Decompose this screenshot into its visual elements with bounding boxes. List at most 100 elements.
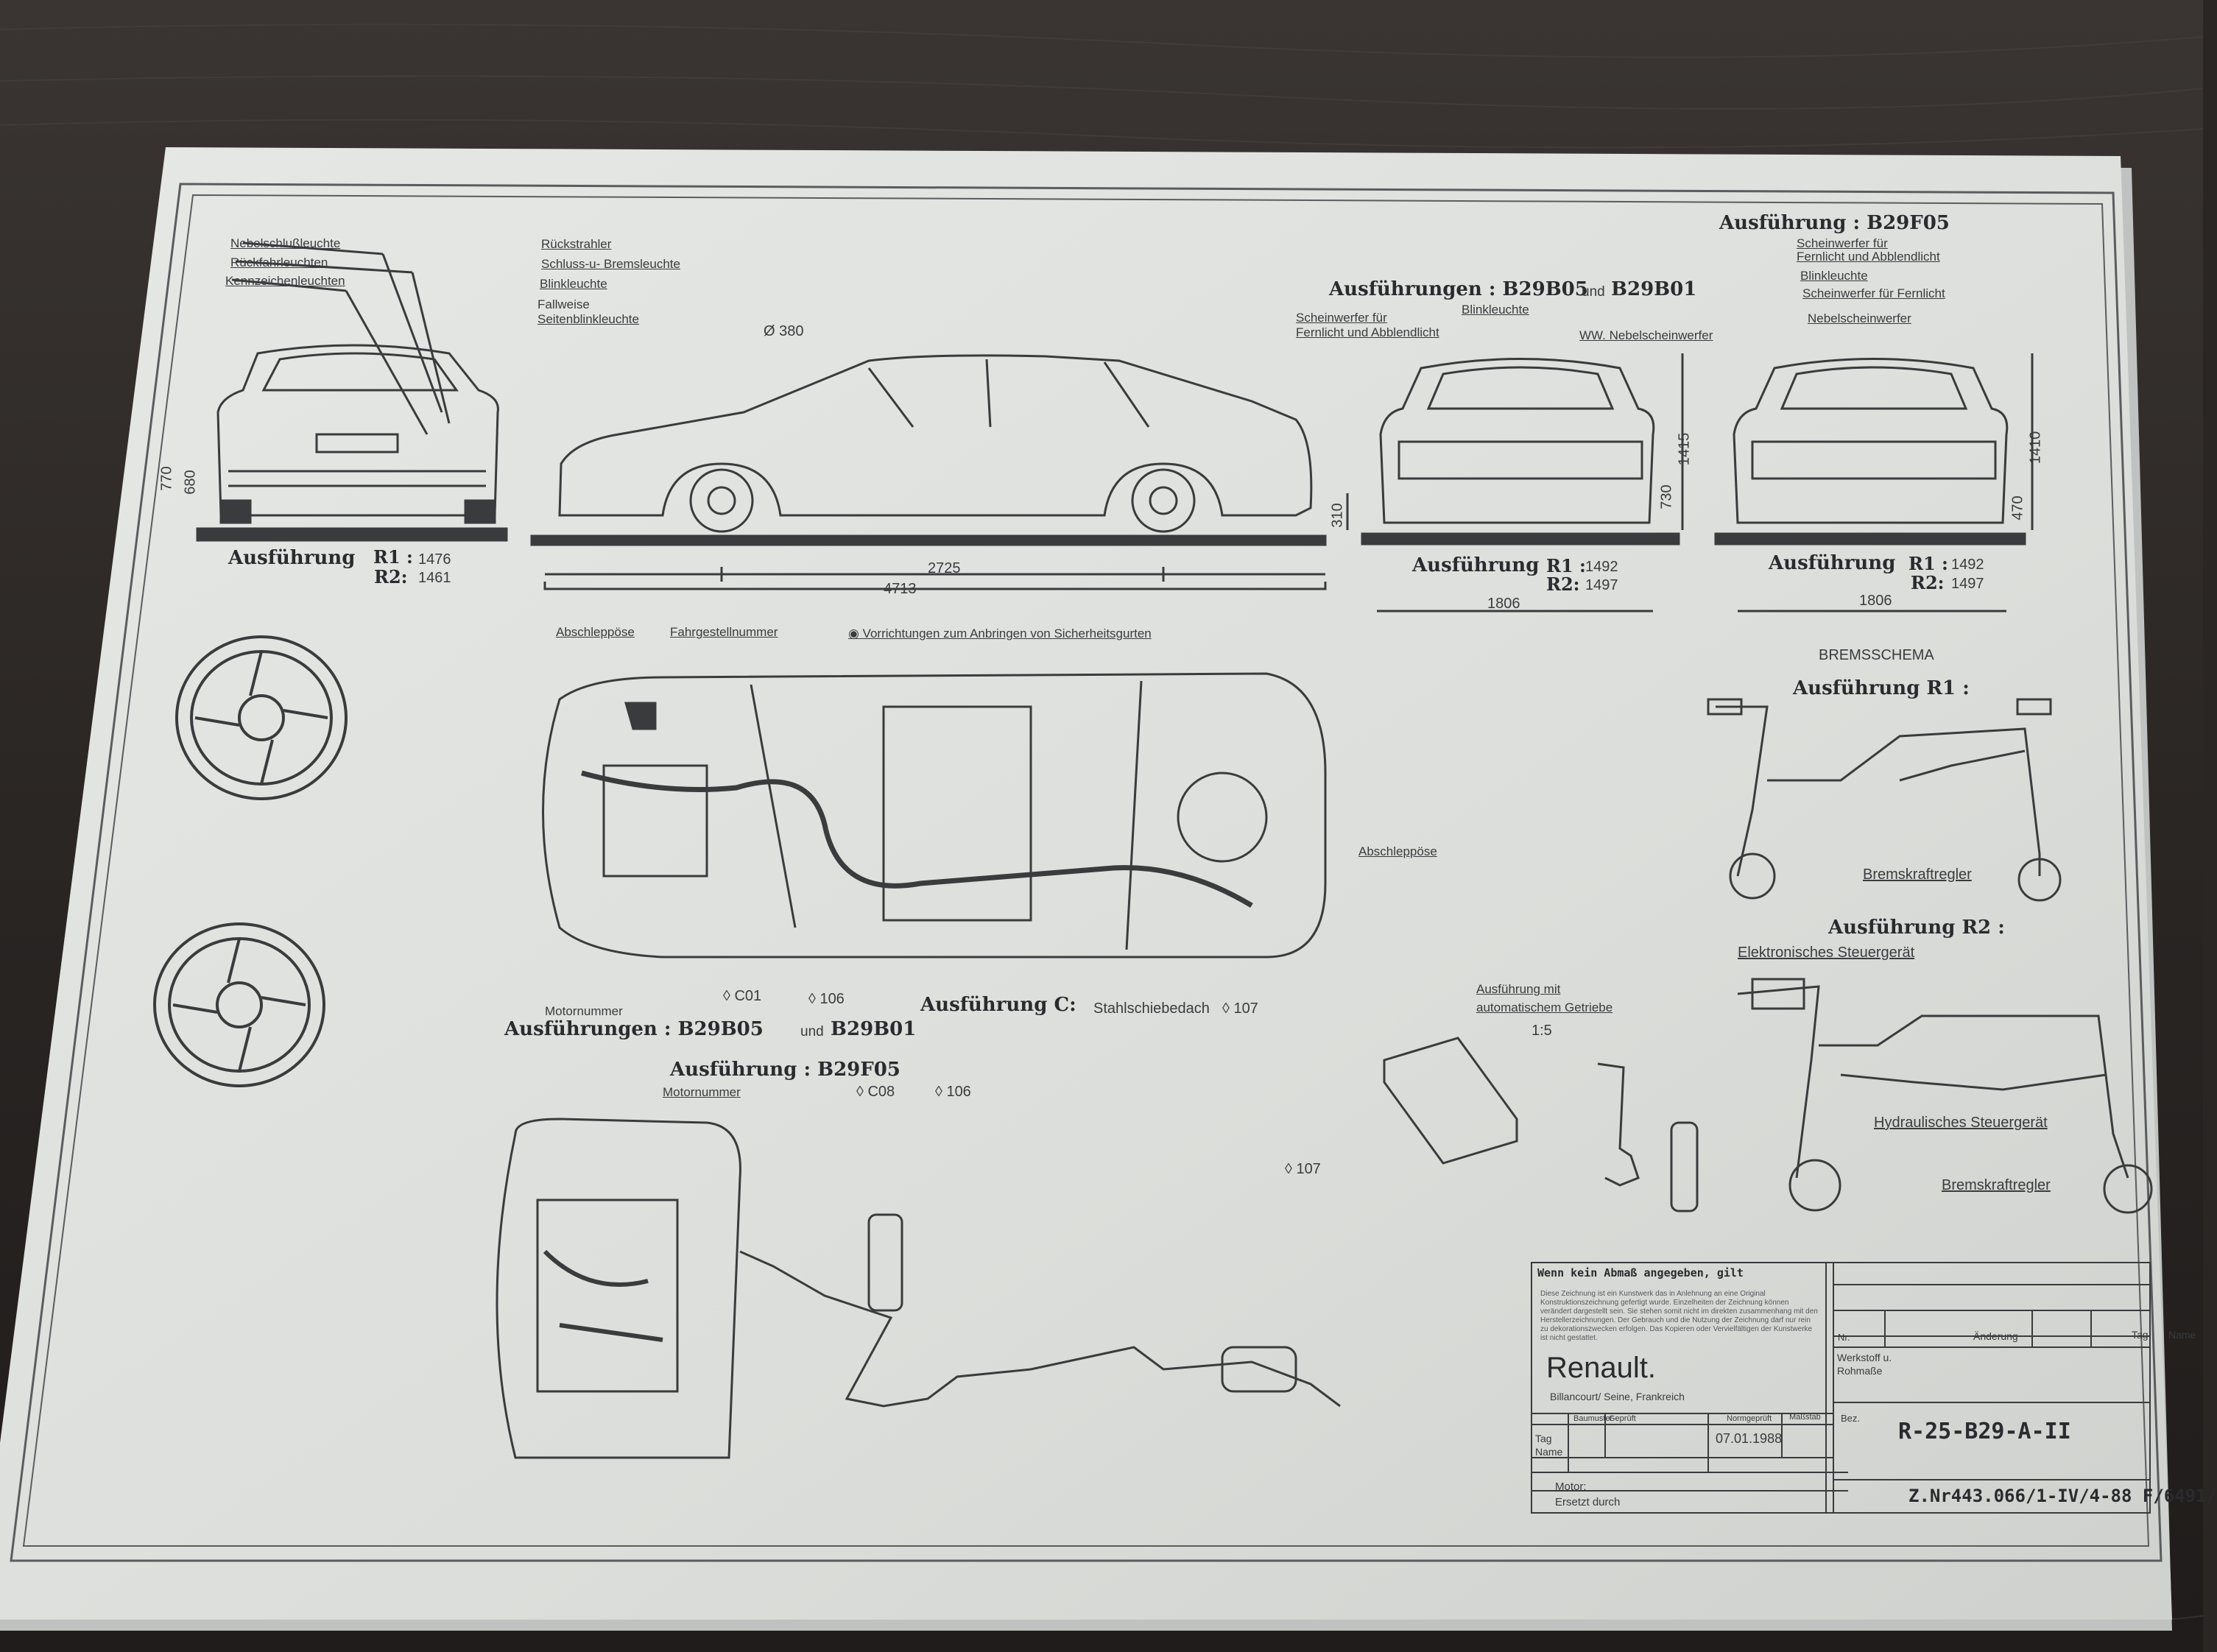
label-blinkleuchte-f05: Blinkleuchte bbox=[1800, 269, 1868, 283]
label-seitenblinkleuchte: Seitenblinkleuchte bbox=[537, 312, 639, 326]
title-block-grid bbox=[1531, 1262, 2151, 1514]
label-fernlicht-1: Fernlicht und Abblendlicht bbox=[1296, 325, 1439, 339]
top-b29b01: B29B01 bbox=[831, 1018, 917, 1040]
b29f05-r1-value: 1492 bbox=[1951, 557, 1984, 573]
front-r1-label: R1 : bbox=[373, 546, 413, 568]
tb-header: Wenn kein Abmaß angegeben, gilt bbox=[1537, 1266, 1744, 1279]
label-106-top: ◊ 106 bbox=[808, 991, 845, 1007]
tb-nr: Nr. bbox=[1838, 1332, 1850, 1343]
label-elektronisches-steuergeraet: Elektronisches Steuergerät bbox=[1738, 945, 1915, 961]
b29f05-r1-label: R1 : bbox=[1908, 553, 1948, 574]
tb-motor: Motor: bbox=[1555, 1480, 1587, 1493]
tb-ersetzt: Ersetzt durch bbox=[1555, 1496, 1621, 1508]
tb-tag: Tag bbox=[1535, 1433, 1552, 1444]
label-107-top: ◊ 107 bbox=[1222, 1000, 1258, 1017]
label-fallweise: Fallweise bbox=[537, 297, 590, 311]
tb-werkstoff-2: Rohmaße bbox=[1837, 1365, 1883, 1377]
front-ausfuehrung-title: Ausführung bbox=[228, 547, 356, 569]
label-c01: ◊ C01 bbox=[723, 988, 762, 1004]
brake-schema-r1 bbox=[1707, 698, 2062, 902]
brake-r2-title: Ausführung R2 : bbox=[1828, 917, 2005, 939]
tb-brand: Renault. bbox=[1546, 1352, 1656, 1384]
front-r1-value: 1476 bbox=[418, 551, 451, 568]
dim-length: 4713 bbox=[884, 581, 917, 597]
blueprint-paper bbox=[0, 147, 2172, 1620]
label-106-engine: ◊ 106 bbox=[935, 1084, 971, 1100]
label-blinkleuchte-front: Blinkleuchte bbox=[1462, 303, 1529, 317]
bremsschema-title: BREMSSCHEMA bbox=[1819, 647, 1934, 663]
dim-770: 770 bbox=[158, 466, 175, 491]
b29f05-ausfuehrung: Ausführung bbox=[1769, 552, 1896, 574]
tb-col-massstab: Maßstab bbox=[1789, 1413, 1821, 1422]
label-scheinwerfer-2: Scheinwerfer für bbox=[1797, 236, 1888, 250]
tb-name2: Name bbox=[2168, 1329, 2196, 1341]
dim-1410: 1410 bbox=[2027, 431, 2044, 465]
tb-col-baumuster: Baumuster bbox=[1573, 1414, 1613, 1423]
label-scheinwerfer-1: Scheinwerfer für bbox=[1296, 311, 1387, 325]
tb-aenderung: Änderung bbox=[1973, 1330, 2018, 1342]
outer-frame bbox=[10, 183, 2163, 1562]
engine-ausfuehrung-title: Ausführung : B29F05 bbox=[670, 1059, 900, 1081]
top-und: und bbox=[800, 1024, 824, 1039]
label-rueckstrahler: Rückstrahler bbox=[541, 237, 612, 251]
label-fernlicht-2: Fernlicht und Abblendlicht bbox=[1797, 250, 1940, 264]
b29b05-ausfuehrung: Ausführung bbox=[1412, 554, 1540, 576]
label-bremskraftregler-r1: Bremskraftregler bbox=[1863, 866, 1972, 883]
label-c08: ◊ C08 bbox=[856, 1084, 895, 1100]
tb-col-geprueft: Geprüft bbox=[1609, 1414, 1636, 1423]
b29b05-title: Ausführungen : B29B05 bbox=[1329, 278, 1588, 300]
engine-and-exhaust bbox=[496, 1118, 1341, 1459]
front-r2-label: R2: bbox=[374, 566, 408, 587]
tb-date: 07.01.1988 bbox=[1716, 1431, 1783, 1446]
b29b01-title: B29B01 bbox=[1611, 278, 1697, 300]
tb-drawing-code: R-25-B29-A-II bbox=[1898, 1419, 2071, 1444]
label-fahrgestellnummer: Fahrgestellnummer bbox=[670, 625, 778, 639]
brake-r1-title: Ausführung R1 : bbox=[1793, 677, 1970, 699]
tb-address: Billancourt/ Seine, Frankreich bbox=[1550, 1391, 1685, 1402]
label-rueckfahrleuchten: Rückfahrleuchten bbox=[230, 255, 328, 269]
tb-znr: Z.Nr443.066/1-IV/4-88 F/6491/ bbox=[1908, 1486, 2217, 1506]
automatic-gearbox-sketch bbox=[1383, 1037, 1699, 1212]
label-hydraulisches-steuergeraet: Hydraulisches Steuergerät bbox=[1874, 1115, 2048, 1131]
b29b05-r2-label: R2: bbox=[1546, 573, 1580, 595]
dim-diameter: Ø 380 bbox=[764, 323, 804, 339]
ausfuehrung-c-title: Ausführung C: bbox=[920, 994, 1076, 1016]
dim-wheelbase: 2725 bbox=[928, 560, 961, 576]
tb-tag2: Tag bbox=[2132, 1329, 2149, 1341]
top-view-chassis bbox=[542, 672, 1327, 959]
label-scheinwerfer-fernlicht: Scheinwerfer für Fernlicht bbox=[1802, 286, 1945, 300]
auto-scale: 1:5 bbox=[1532, 1023, 1552, 1039]
front-r2-value: 1461 bbox=[418, 570, 451, 586]
dim-680: 680 bbox=[182, 470, 199, 495]
label-schluss-bremsleuchte: Schluss-u- Bremsleuchte bbox=[541, 257, 680, 271]
auto-line2: automatischem Getriebe bbox=[1476, 1000, 1613, 1014]
side-view-car bbox=[530, 354, 1327, 590]
label-107-engine: ◊ 107 bbox=[1285, 1161, 1321, 1177]
label-motornummer-engine: Motornummer bbox=[663, 1085, 741, 1099]
label-kennzeichenleuchten: Kennzeichenleuchten bbox=[225, 274, 345, 288]
b29b05-r1-label: R1 : bbox=[1546, 555, 1586, 576]
top-ausfuehrungen-title: Ausführungen : B29B05 bbox=[504, 1018, 764, 1040]
dim-1415: 1415 bbox=[1676, 432, 1693, 466]
dim-1806-b: 1806 bbox=[1859, 593, 1892, 609]
b29b05-r1-value: 1492 bbox=[1585, 559, 1618, 575]
auto-line1: Ausführung mit bbox=[1476, 982, 1561, 996]
b29b05-r2-value: 1497 bbox=[1585, 577, 1618, 593]
label-sicherheitsgurten: ◉ Vorrichtungen zum Anbringen von Sicher… bbox=[848, 626, 1152, 640]
b29b05-und: und bbox=[1582, 284, 1605, 300]
dim-310: 310 bbox=[1329, 503, 1346, 528]
dim-730: 730 bbox=[1658, 484, 1675, 509]
b29f05-r2-value: 1497 bbox=[1951, 576, 1984, 592]
label-motornummer-top: Motornummer bbox=[545, 1004, 623, 1018]
front-view-b29f05 bbox=[1714, 353, 2034, 613]
label-bremskraftregler-r2: Bremskraftregler bbox=[1942, 1177, 2051, 1193]
ausfuehrung-c-text: Stahlschiebedach bbox=[1093, 1000, 1210, 1017]
inner-frame bbox=[22, 194, 2150, 1547]
brake-schema-r2 bbox=[1737, 978, 2153, 1214]
tb-col-normgeprueft: Normgeprüft bbox=[1727, 1414, 1772, 1423]
label-nebelschlussleuchte: Nebelschlußleuchte bbox=[230, 236, 341, 250]
tb-notice: Diese Zeichnung ist ein Kunstwerk das in… bbox=[1540, 1290, 1818, 1342]
tb-col-bez: Bez. bbox=[1841, 1413, 1861, 1424]
front-view-b29b05 bbox=[1346, 353, 1684, 613]
